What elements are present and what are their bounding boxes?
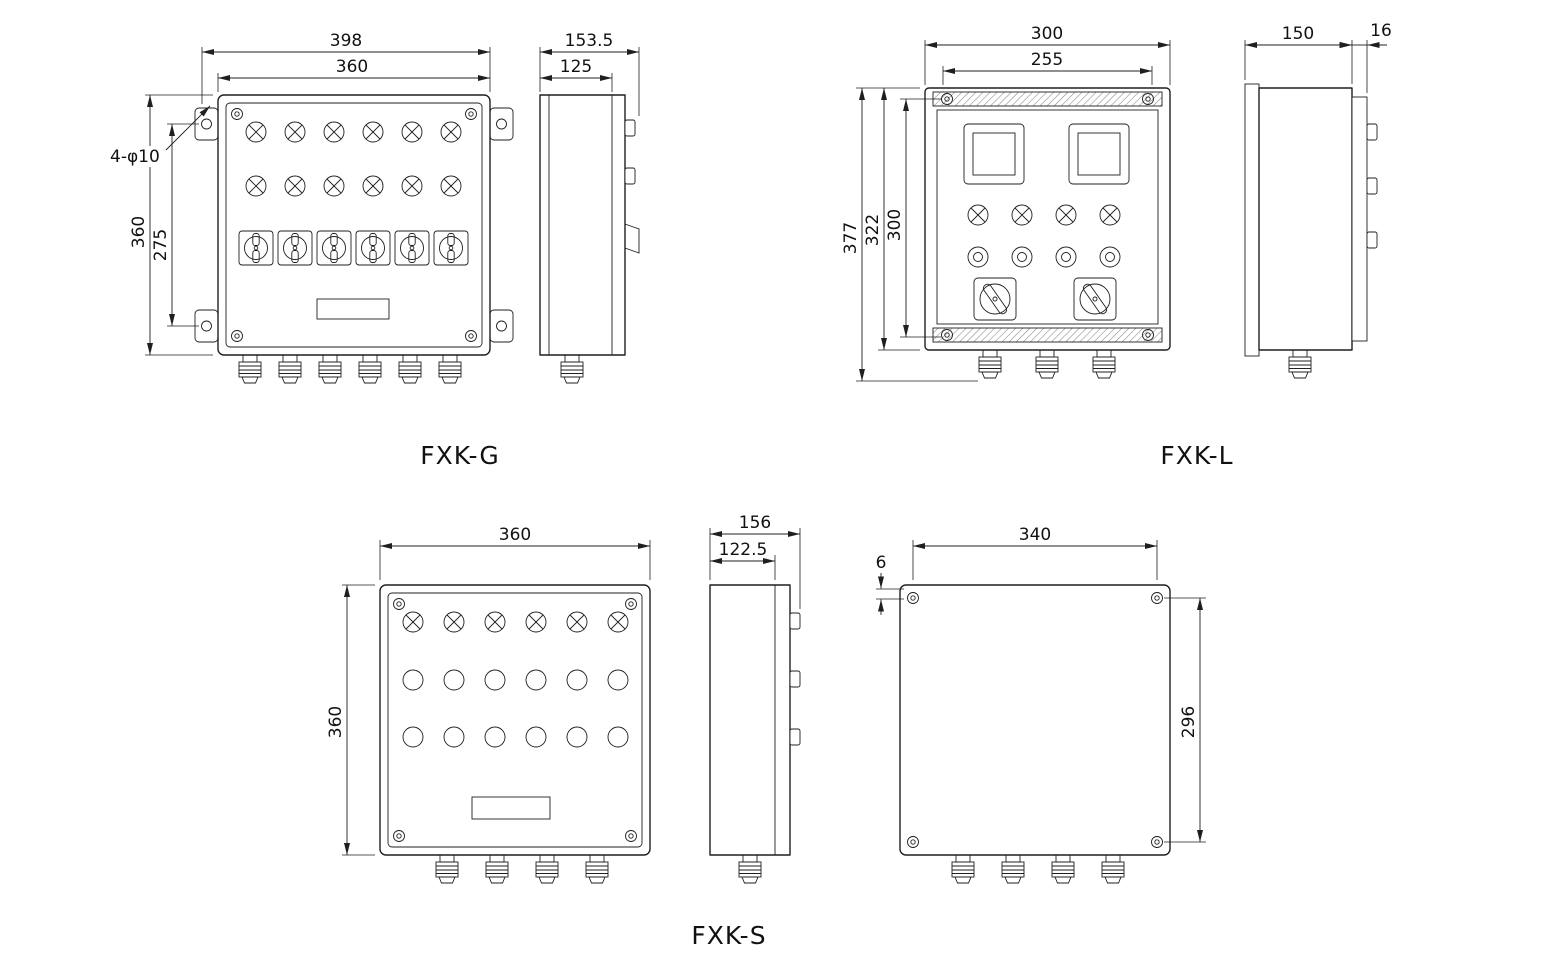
dim-fxkg-height: 360 [129, 216, 149, 248]
dim-fxkg-depth-outer: 153.5 [565, 31, 614, 51]
cable-gland [585, 854, 609, 884]
fxk-s-back-dimensions: 340 6 296 [876, 525, 1206, 843]
mounting-flange [1244, 83, 1260, 357]
cover-latch [624, 223, 640, 254]
fxk-l-side-view [1244, 83, 1378, 379]
enclosure-body [217, 94, 491, 356]
meter-window [972, 132, 1016, 176]
cable-gland [535, 854, 559, 884]
dim-fxkl-cover: 16 [1370, 21, 1392, 41]
cable-gland-row [951, 854, 1125, 884]
dim-fxks-back-width: 340 [1019, 525, 1051, 545]
side-body [709, 584, 791, 856]
fxk-l-front-view [924, 87, 1171, 379]
nameplate [316, 298, 390, 320]
dim-fxkl-height-outer: 322 [863, 214, 883, 246]
bottom-flange-band [932, 327, 1163, 343]
fxk-s-back-view [899, 584, 1171, 884]
cover-clamp [1366, 177, 1378, 195]
fxk-s-front-dimensions: 360 360 [326, 525, 651, 856]
cable-gland [1101, 854, 1125, 884]
meter-windows [963, 123, 1130, 185]
enclosure-panel [936, 109, 1159, 325]
cable-gland [978, 349, 1002, 379]
nameplate [471, 796, 551, 820]
cover-clamp [1366, 123, 1378, 141]
cable-gland [1051, 854, 1075, 884]
dim-fxkl-height-inner: 300 [885, 209, 905, 241]
cable-gland [398, 354, 422, 384]
cover-clamp [789, 670, 801, 688]
hole-callout: 4-φ10 [110, 147, 160, 167]
cable-gland [485, 854, 509, 884]
fxk-g-front-dimensions: 398 360 4-φ10 360 275 [106, 31, 491, 356]
cable-gland-row [238, 354, 462, 384]
cable-gland-row [978, 349, 1116, 379]
enclosure-panel [387, 592, 643, 848]
enclosure-body [379, 584, 651, 856]
dim-fxkl-width-inner: 255 [1031, 50, 1063, 70]
dim-fxkl-height-total: 377 [841, 222, 861, 254]
cable-gland [358, 354, 382, 384]
dim-fxkg-height-inner: 275 [151, 229, 171, 261]
cable-gland-row [435, 854, 609, 884]
cable-gland [318, 354, 342, 384]
model-label-fxk-g: FXK-G [420, 441, 500, 470]
dim-fxks-width: 360 [499, 525, 531, 545]
side-cover [1351, 96, 1368, 342]
meter-bezel [1068, 123, 1130, 185]
model-label-fxk-s: FXK-S [691, 921, 766, 950]
fxk-g-side-view [539, 94, 640, 384]
fxk-g-side-dimensions: 153.5 125 [539, 31, 640, 116]
cable-gland [560, 354, 584, 384]
enclosure-panel [225, 102, 483, 348]
cable-gland [1092, 349, 1116, 379]
fxk-s-front-view [379, 584, 651, 884]
dim-fxkg-width-outer: 398 [330, 31, 362, 51]
enclosure-body [924, 87, 1171, 351]
cable-gland [238, 354, 262, 384]
mounting-tab [489, 107, 514, 141]
cable-gland [1001, 854, 1025, 884]
cable-gland [951, 854, 975, 884]
fxk-l-side-dimensions: 150 16 [1244, 21, 1392, 93]
fxk-s-side-view [709, 584, 801, 884]
dim-fxks-depth-outer: 156 [739, 513, 771, 533]
cable-gland [278, 354, 302, 384]
cable-gland [435, 854, 459, 884]
cover-clamp [624, 119, 636, 137]
fxk-l-front-dimensions: 300 255 377 322 300 [841, 24, 1171, 382]
side-body [539, 94, 626, 356]
meter-window [1077, 132, 1121, 176]
fxk-s-side-dimensions: 156 122.5 [709, 513, 801, 609]
cable-gland [438, 354, 462, 384]
cover-clamp [1366, 231, 1378, 249]
dim-fxkg-depth-inner: 125 [560, 57, 592, 77]
model-label-fxk-l: FXK-L [1160, 441, 1233, 470]
dim-fxks-depth-inner: 122.5 [719, 540, 768, 560]
dim-fxkl-width-outer: 300 [1031, 24, 1063, 44]
cover-clamp [789, 728, 801, 746]
fxk-g-front-view [194, 94, 514, 384]
cable-gland [1035, 349, 1059, 379]
enclosure-back [899, 584, 1171, 856]
cable-gland [738, 854, 762, 884]
dim-fxks-back-hole-spacing: 296 [1179, 706, 1199, 738]
dim-fxks-back-edge-offset: 6 [876, 553, 887, 573]
mounting-tab [489, 309, 514, 343]
dim-fxkg-width-inner: 360 [336, 57, 368, 77]
side-body [1258, 87, 1353, 351]
cover-clamp [789, 612, 801, 630]
cover-clamp [624, 167, 636, 185]
top-flange-band [932, 91, 1163, 107]
cable-gland [1288, 349, 1312, 379]
dim-fxks-height: 360 [326, 706, 346, 738]
meter-bezel [963, 123, 1025, 185]
dim-fxkl-depth: 150 [1282, 24, 1314, 44]
